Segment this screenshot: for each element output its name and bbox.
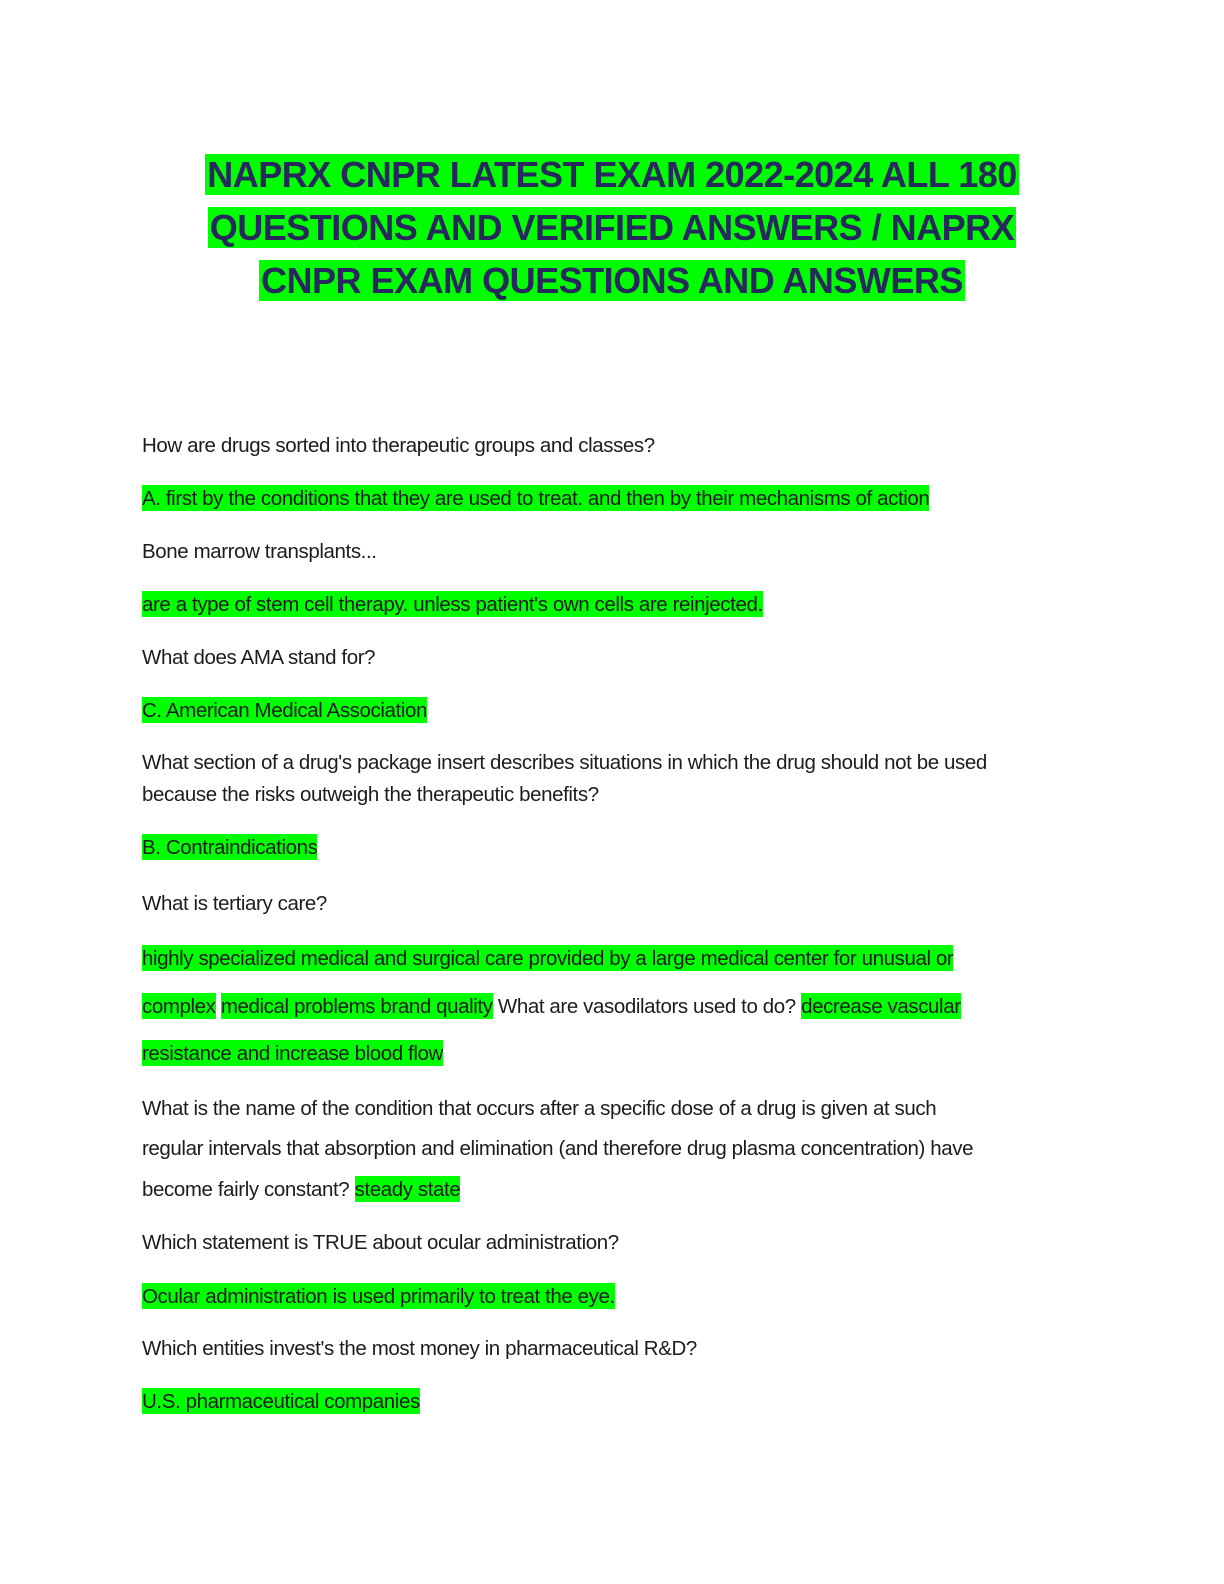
title-line-3: CNPR EXAM QUESTIONS AND ANSWERS bbox=[259, 260, 965, 301]
question-4-line-1: What section of a drug's package insert … bbox=[142, 751, 987, 774]
question-5: What is tertiary care? bbox=[142, 892, 327, 915]
question-9: Which entities invest's the most money i… bbox=[142, 1337, 697, 1360]
answer-5-line-2b: medical problems brand quality bbox=[220, 993, 493, 1019]
question-6: What are vasodilators used to do? bbox=[497, 995, 796, 1018]
question-1: How are drugs sorted into therapeutic gr… bbox=[142, 434, 655, 457]
answer-2: are a type of stem cell therapy. unless … bbox=[142, 591, 763, 617]
question-8: Which statement is TRUE about ocular adm… bbox=[142, 1231, 619, 1254]
question-3: What does AMA stand for? bbox=[142, 646, 376, 669]
answer-9: U.S. pharmaceutical companies bbox=[142, 1388, 420, 1414]
question-7-line-3: become fairly constant? bbox=[142, 1178, 350, 1201]
question-4-line-2: because the risks outweigh the therapeut… bbox=[142, 783, 599, 806]
answer-7: steady state bbox=[354, 1176, 461, 1202]
answer-3: C. American Medical Association bbox=[142, 697, 427, 723]
question-7-line-2: regular intervals that absorption and el… bbox=[142, 1137, 974, 1160]
answer-5-line-2a: complex bbox=[142, 993, 216, 1019]
answer-8: Ocular administration is used primarily … bbox=[142, 1283, 615, 1309]
question-2: Bone marrow transplants... bbox=[142, 540, 377, 563]
title-line-1: NAPRX CNPR LATEST EXAM 2022-2024 ALL 180 bbox=[205, 154, 1019, 195]
title-line-2: QUESTIONS AND VERIFIED ANSWERS / NAPRX bbox=[207, 207, 1017, 248]
answer-6-part-2: resistance and increase blood flow bbox=[142, 1040, 443, 1066]
answer-5-line-1: highly specialized medical and surgical … bbox=[142, 945, 954, 971]
answer-6-part-1: decrease vascular bbox=[801, 993, 961, 1019]
question-7-line-1: What is the name of the condition that o… bbox=[142, 1097, 937, 1120]
answer-4: B. Contraindications bbox=[142, 834, 318, 860]
document-title: NAPRX CNPR LATEST EXAM 2022-2024 ALL 180… bbox=[100, 148, 1124, 307]
answer-1: A. first by the conditions that they are… bbox=[142, 485, 930, 511]
